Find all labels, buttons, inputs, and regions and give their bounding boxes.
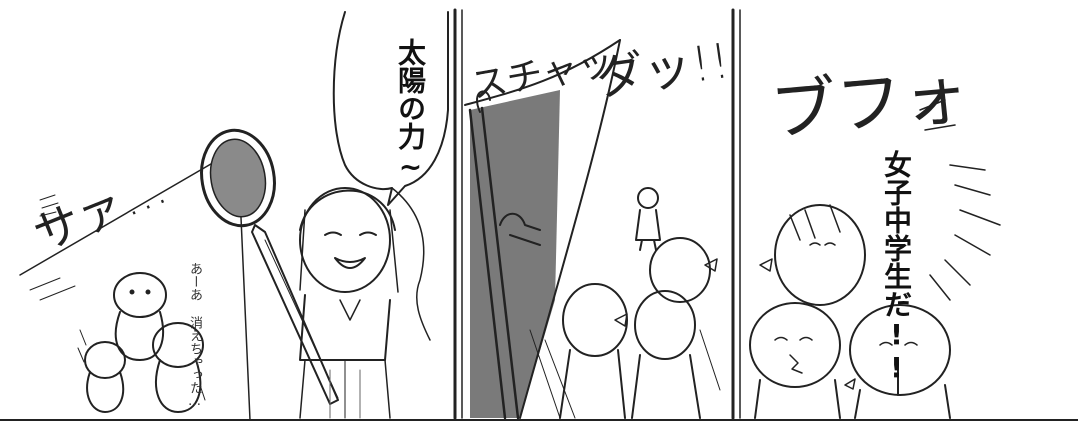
panel-2 (464, 39, 721, 420)
giant-spoon (200, 128, 339, 405)
small-girl (635, 187, 661, 251)
panel-1 (19, 11, 449, 421)
girl-character (299, 187, 431, 419)
speech-bubble (332, 11, 449, 206)
panel-3 (749, 99, 1001, 419)
panel-borders (0, 8, 1078, 421)
blob-creatures (77, 272, 206, 413)
shadow-area (470, 90, 560, 418)
exclaim-text: 女子中学生だ!! (880, 150, 913, 384)
speech-text: 太陽の力~ (394, 38, 427, 183)
mutter-text: あーあ 消えちゃった… (187, 262, 202, 409)
excited-blobs (749, 204, 951, 419)
blob-crowd (559, 237, 718, 419)
sfx-bufo: ブフォ (767, 56, 972, 151)
